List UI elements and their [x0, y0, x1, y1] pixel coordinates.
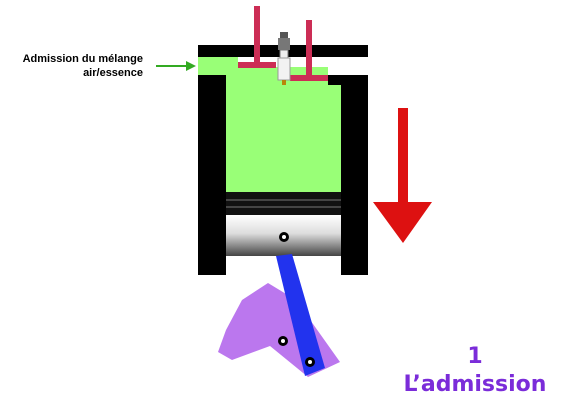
step-title: L’admission: [403, 372, 547, 397]
step-number: 1: [467, 344, 483, 369]
air-fuel-mixture: [226, 67, 341, 192]
intake-port: [198, 57, 238, 75]
intake-valve: [238, 6, 276, 68]
arrow-right-icon: [156, 61, 196, 71]
arrow-down-icon: [373, 108, 432, 243]
exhaust-valve: [290, 20, 328, 81]
cylinder-wall-left: [198, 75, 226, 275]
exhaust-port-block: [328, 75, 368, 85]
intake-label-line1: Admission du mélange: [22, 53, 143, 65]
spark-plug-icon: [277, 32, 291, 85]
piston: [226, 192, 341, 256]
connecting-rod: [276, 254, 325, 376]
cylinder-wall-right: [341, 75, 368, 275]
intake-label-line2: air/essence: [83, 67, 143, 79]
intake-label: Admission du mélange air/essence: [4, 52, 143, 80]
